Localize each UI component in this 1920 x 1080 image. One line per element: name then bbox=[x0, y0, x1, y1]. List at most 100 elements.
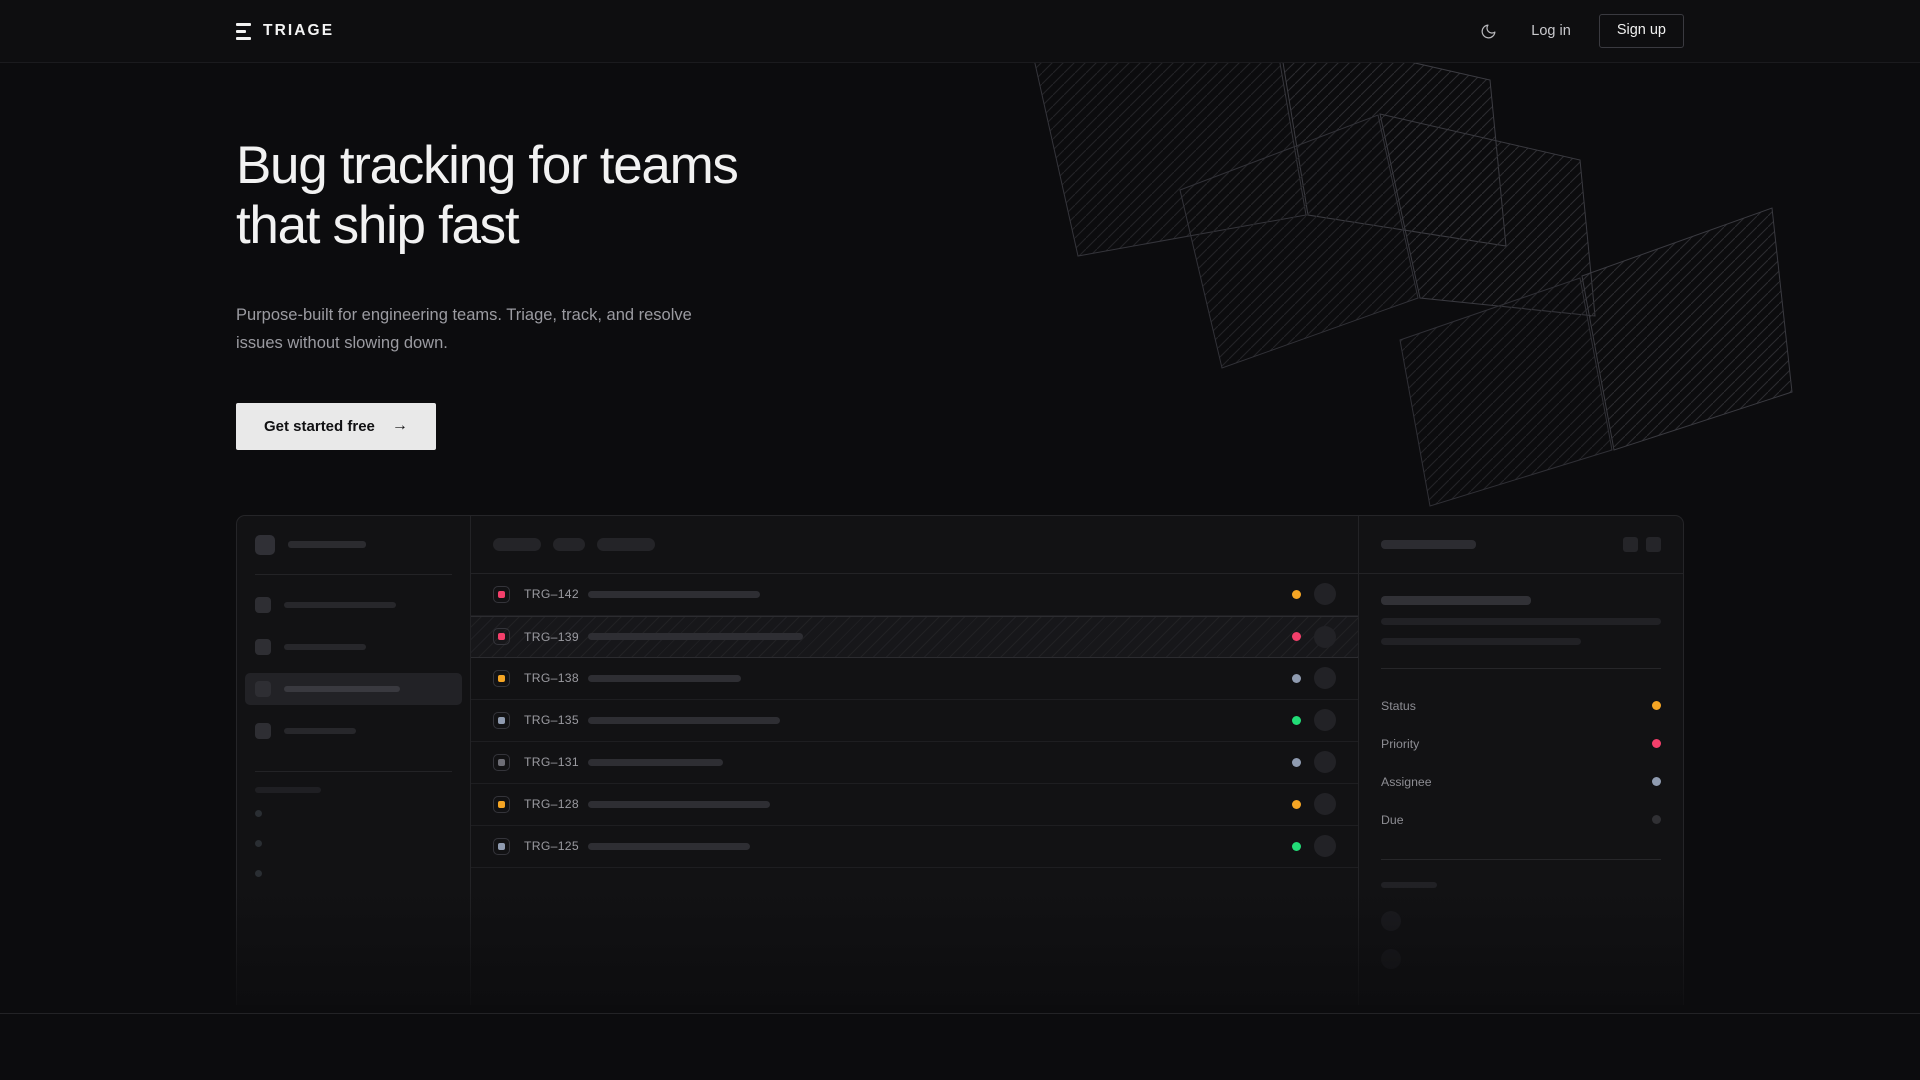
detail-metadata-list: StatusPriorityAssigneeDue bbox=[1381, 687, 1661, 839]
issue-id: TRG–125 bbox=[510, 839, 588, 853]
workspace-label-skeleton bbox=[288, 541, 366, 548]
sidebar-sublist-item[interactable] bbox=[255, 799, 452, 829]
hero-subheading-line-1: Purpose-built for engineering teams. Tri… bbox=[236, 306, 634, 324]
issue-title-skeleton bbox=[588, 591, 760, 598]
status-badge bbox=[1292, 674, 1301, 683]
toolbar-chip-1[interactable] bbox=[493, 538, 541, 551]
mockup-sidebar-nav bbox=[255, 575, 452, 771]
issue-title-skeleton bbox=[588, 633, 803, 640]
sidebar-nav-label-skeleton bbox=[284, 644, 366, 650]
issue-list-toolbar bbox=[471, 516, 1358, 574]
detail-activity-label-skeleton bbox=[1381, 882, 1437, 888]
sidebar-sublist bbox=[255, 793, 452, 889]
sidebar-nav-item-1[interactable] bbox=[245, 589, 462, 621]
sidebar-nav-item-3[interactable] bbox=[245, 673, 462, 705]
sidebar-nav-label-skeleton bbox=[284, 602, 396, 608]
sidebar-sublist-dot-icon bbox=[255, 870, 262, 877]
detail-meta-label: Status bbox=[1381, 699, 1416, 713]
mockup-sidebar bbox=[237, 516, 471, 1005]
priority-indicator-icon bbox=[493, 670, 510, 687]
issue-id: TRG–139 bbox=[510, 630, 588, 644]
hero-section: Bug tracking for teams that ship fast Pu… bbox=[0, 63, 1920, 450]
table-row[interactable]: TRG–128 bbox=[471, 784, 1358, 826]
detail-meta-value-dot bbox=[1652, 777, 1661, 786]
section-divider-rule bbox=[0, 1013, 1920, 1014]
page-bottom-area bbox=[0, 1014, 1920, 1080]
sidebar-nav-icon bbox=[255, 639, 271, 655]
avatar bbox=[1314, 793, 1336, 815]
status-badge bbox=[1292, 632, 1301, 641]
issue-title-skeleton bbox=[588, 717, 780, 724]
hero-heading-line-2: that ship fast bbox=[236, 196, 518, 255]
sidebar-sublist-item[interactable] bbox=[255, 829, 452, 859]
sidebar-nav-icon bbox=[255, 597, 271, 613]
sidebar-nav-label-skeleton bbox=[284, 686, 400, 692]
header-actions: Log in Sign up bbox=[1473, 14, 1684, 48]
issue-title-skeleton bbox=[588, 675, 741, 682]
sidebar-nav-icon bbox=[255, 723, 271, 739]
issue-title-skeleton bbox=[588, 843, 750, 850]
detail-meta-row-status[interactable]: Status bbox=[1381, 687, 1661, 725]
issue-id: TRG–131 bbox=[510, 755, 588, 769]
detail-header-actions bbox=[1623, 537, 1661, 552]
table-row[interactable]: TRG–138 bbox=[471, 658, 1358, 700]
table-row[interactable]: TRG–135 bbox=[471, 700, 1358, 742]
detail-header-button-1[interactable] bbox=[1623, 537, 1638, 552]
get-started-button[interactable]: Get started free → bbox=[236, 403, 436, 450]
avatar bbox=[1381, 911, 1401, 931]
detail-meta-row-priority[interactable]: Priority bbox=[1381, 725, 1661, 763]
toolbar-chip-2[interactable] bbox=[553, 538, 585, 551]
priority-indicator-icon bbox=[493, 628, 510, 645]
avatar bbox=[1314, 835, 1336, 857]
detail-meta-label: Priority bbox=[1381, 737, 1419, 751]
login-link[interactable]: Log in bbox=[1525, 19, 1577, 43]
hero-heading-line-1: Bug tracking for teams bbox=[236, 136, 738, 195]
table-row[interactable]: TRG–139 bbox=[471, 616, 1358, 658]
table-row[interactable]: TRG–125 bbox=[471, 826, 1358, 868]
status-badge bbox=[1292, 590, 1301, 599]
sidebar-nav-label-skeleton bbox=[284, 728, 356, 734]
sidebar-sublist-item[interactable] bbox=[255, 859, 452, 889]
detail-description-line-1 bbox=[1381, 618, 1661, 625]
detail-issue-title-skeleton bbox=[1381, 596, 1531, 605]
page-title: Bug tracking for teams that ship fast bbox=[236, 136, 876, 257]
detail-meta-value-dot bbox=[1652, 739, 1661, 748]
issue-title-skeleton bbox=[588, 759, 723, 766]
detail-meta-row-due[interactable]: Due bbox=[1381, 801, 1661, 839]
detail-meta-row-assignee[interactable]: Assignee bbox=[1381, 763, 1661, 801]
hero-subheading: Purpose-built for engineering teams. Tri… bbox=[236, 301, 706, 358]
issue-id: TRG–128 bbox=[510, 797, 588, 811]
status-badge bbox=[1292, 758, 1301, 767]
avatar bbox=[1314, 583, 1336, 605]
detail-activity-list bbox=[1381, 902, 1661, 978]
brand-name: TRIAGE bbox=[263, 22, 334, 40]
detail-meta-value-dot bbox=[1652, 815, 1661, 824]
priority-indicator-icon bbox=[493, 754, 510, 771]
signup-button[interactable]: Sign up bbox=[1599, 14, 1684, 48]
sidebar-nav-item-4[interactable] bbox=[245, 715, 462, 747]
avatar bbox=[1381, 949, 1401, 969]
issue-id: TRG–135 bbox=[510, 713, 588, 727]
toolbar-chip-3[interactable] bbox=[597, 538, 655, 551]
avatar bbox=[1314, 626, 1336, 648]
brand-logo[interactable]: TRIAGE bbox=[236, 22, 334, 40]
detail-divider-bottom bbox=[1381, 859, 1661, 860]
sidebar-sublist-dot-icon bbox=[255, 810, 262, 817]
detail-header-button-2[interactable] bbox=[1646, 537, 1661, 552]
table-row[interactable]: TRG–142 bbox=[471, 574, 1358, 616]
sidebar-nav-icon bbox=[255, 681, 271, 697]
mockup-workspace-switcher[interactable] bbox=[255, 516, 452, 574]
mockup-issue-list: TRG–142TRG–139TRG–138TRG–135TRG–131TRG–1… bbox=[471, 516, 1359, 1005]
status-badge bbox=[1292, 716, 1301, 725]
detail-divider bbox=[1381, 668, 1661, 669]
sidebar-nav-item-2[interactable] bbox=[245, 631, 462, 663]
moon-icon[interactable] bbox=[1473, 16, 1503, 46]
avatar bbox=[1314, 709, 1336, 731]
issue-rows: TRG–142TRG–139TRG–138TRG–135TRG–131TRG–1… bbox=[471, 574, 1358, 868]
status-badge bbox=[1292, 842, 1301, 851]
issue-id: TRG–142 bbox=[510, 587, 588, 601]
get-started-label: Get started free bbox=[264, 418, 375, 435]
table-row[interactable]: TRG–131 bbox=[471, 742, 1358, 784]
arrow-right-icon: → bbox=[392, 418, 408, 434]
activity-item bbox=[1381, 940, 1661, 978]
